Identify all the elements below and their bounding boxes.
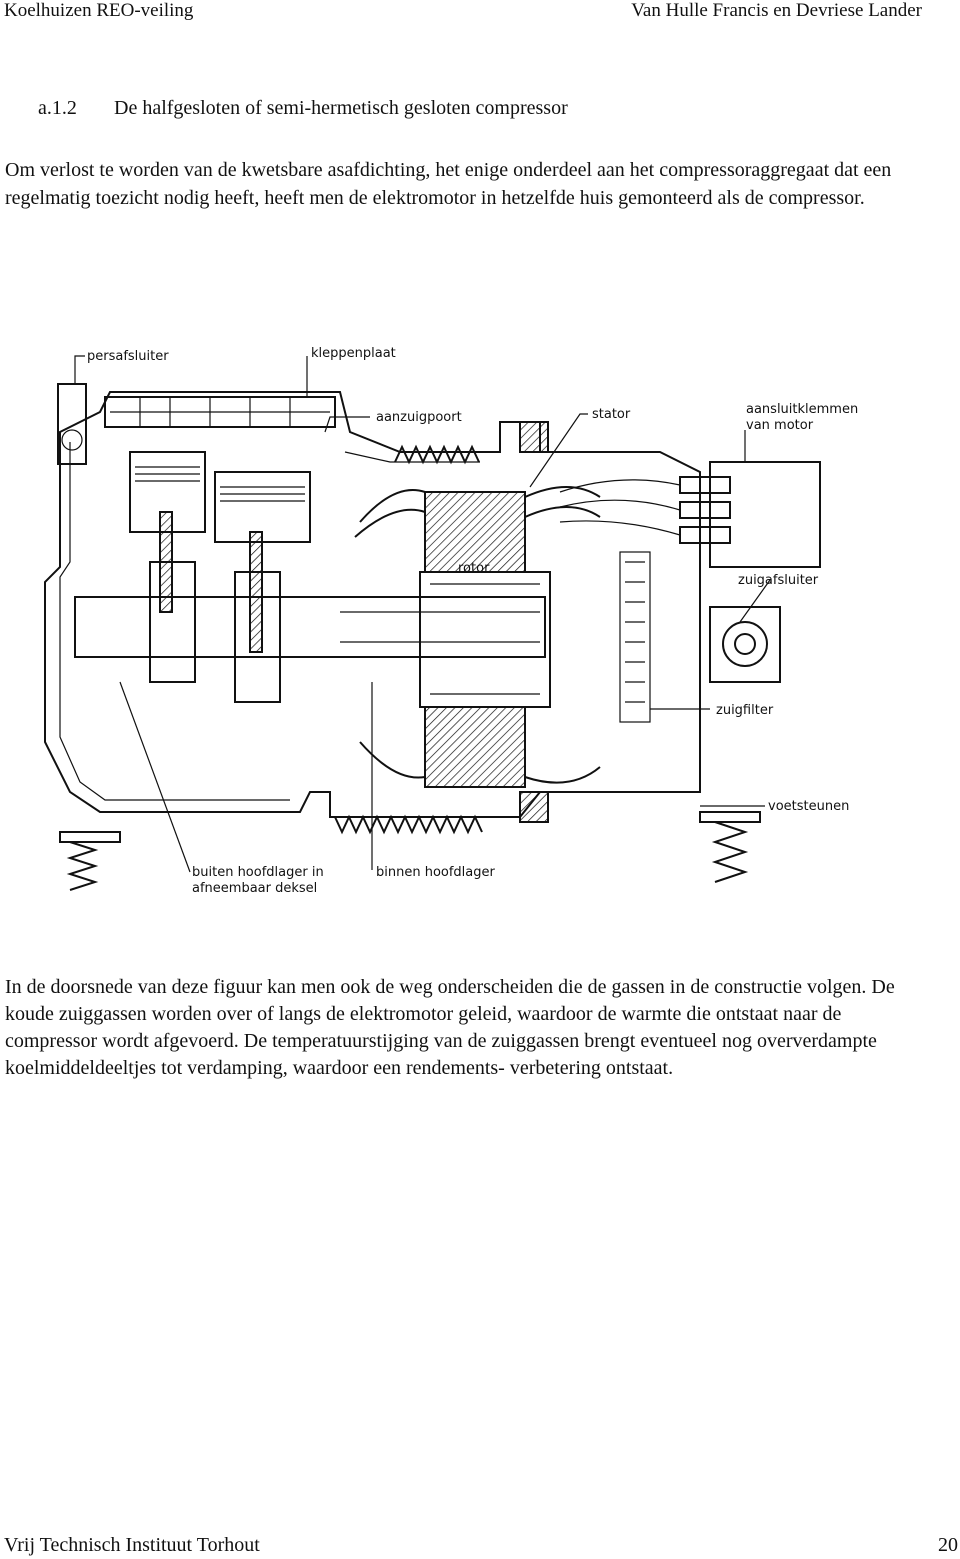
intro-paragraph: Om verlost te worden van de kwetsbare as… <box>5 159 892 209</box>
label-stator: stator <box>592 407 631 422</box>
suction-valve <box>709 606 781 683</box>
label-zuigafsluiter: zuigafsluiter <box>738 573 819 588</box>
crankshaft <box>74 596 546 658</box>
page-number: 20 <box>938 1534 958 1556</box>
body-paragraph: In de doorsnede van deze figuur kan men … <box>5 976 895 1079</box>
housing-outline <box>44 391 701 818</box>
section-heading: a.1.2 De halfgesloten of semi-hermetisch … <box>38 96 568 120</box>
header-left: Koelhuizen REO-veiling <box>4 0 194 21</box>
spring-right <box>711 821 749 883</box>
section-number: a.1.2 <box>38 97 77 119</box>
label-afneembaar-deksel: afneembaar deksel <box>192 881 317 896</box>
label-rotor: rotor <box>458 561 490 576</box>
header-right: Van Hulle Francis en Devriese Lander <box>631 0 922 21</box>
label-aanzuigpoort: aanzuigpoort <box>376 410 462 425</box>
spring-left <box>66 841 99 891</box>
valve-plate <box>104 396 336 428</box>
terminal-box <box>709 461 821 568</box>
label-voetsteunen: voetsteunen <box>768 799 849 814</box>
label-aansluitklemmen: aansluitklemmen <box>746 402 858 417</box>
label-buiten-hoofdlager: buiten hoofdlager in <box>192 865 324 880</box>
label-persafsluiter: persafsluiter <box>87 349 169 364</box>
footer-institute: Vrij Technisch Instituut Torhout <box>4 1534 260 1556</box>
foot-right <box>699 811 761 823</box>
label-binnen-hoofdlager: binnen hoofdlager <box>376 865 496 880</box>
section-title: De halfgesloten of semi-hermetisch geslo… <box>114 97 568 119</box>
label-kleppenplaat: kleppenplaat <box>311 346 396 361</box>
stator-top <box>424 491 526 573</box>
foot-left <box>59 831 121 843</box>
compressor-cross-section-figure: persafsluiter kleppenplaat aanzuigpoort … <box>44 346 858 896</box>
stator-bottom <box>424 706 526 788</box>
label-zuigfilter: zuigfilter <box>716 703 774 718</box>
rotor <box>419 571 551 708</box>
discharge-valve <box>57 383 87 465</box>
label-van-motor: van motor <box>746 418 814 433</box>
